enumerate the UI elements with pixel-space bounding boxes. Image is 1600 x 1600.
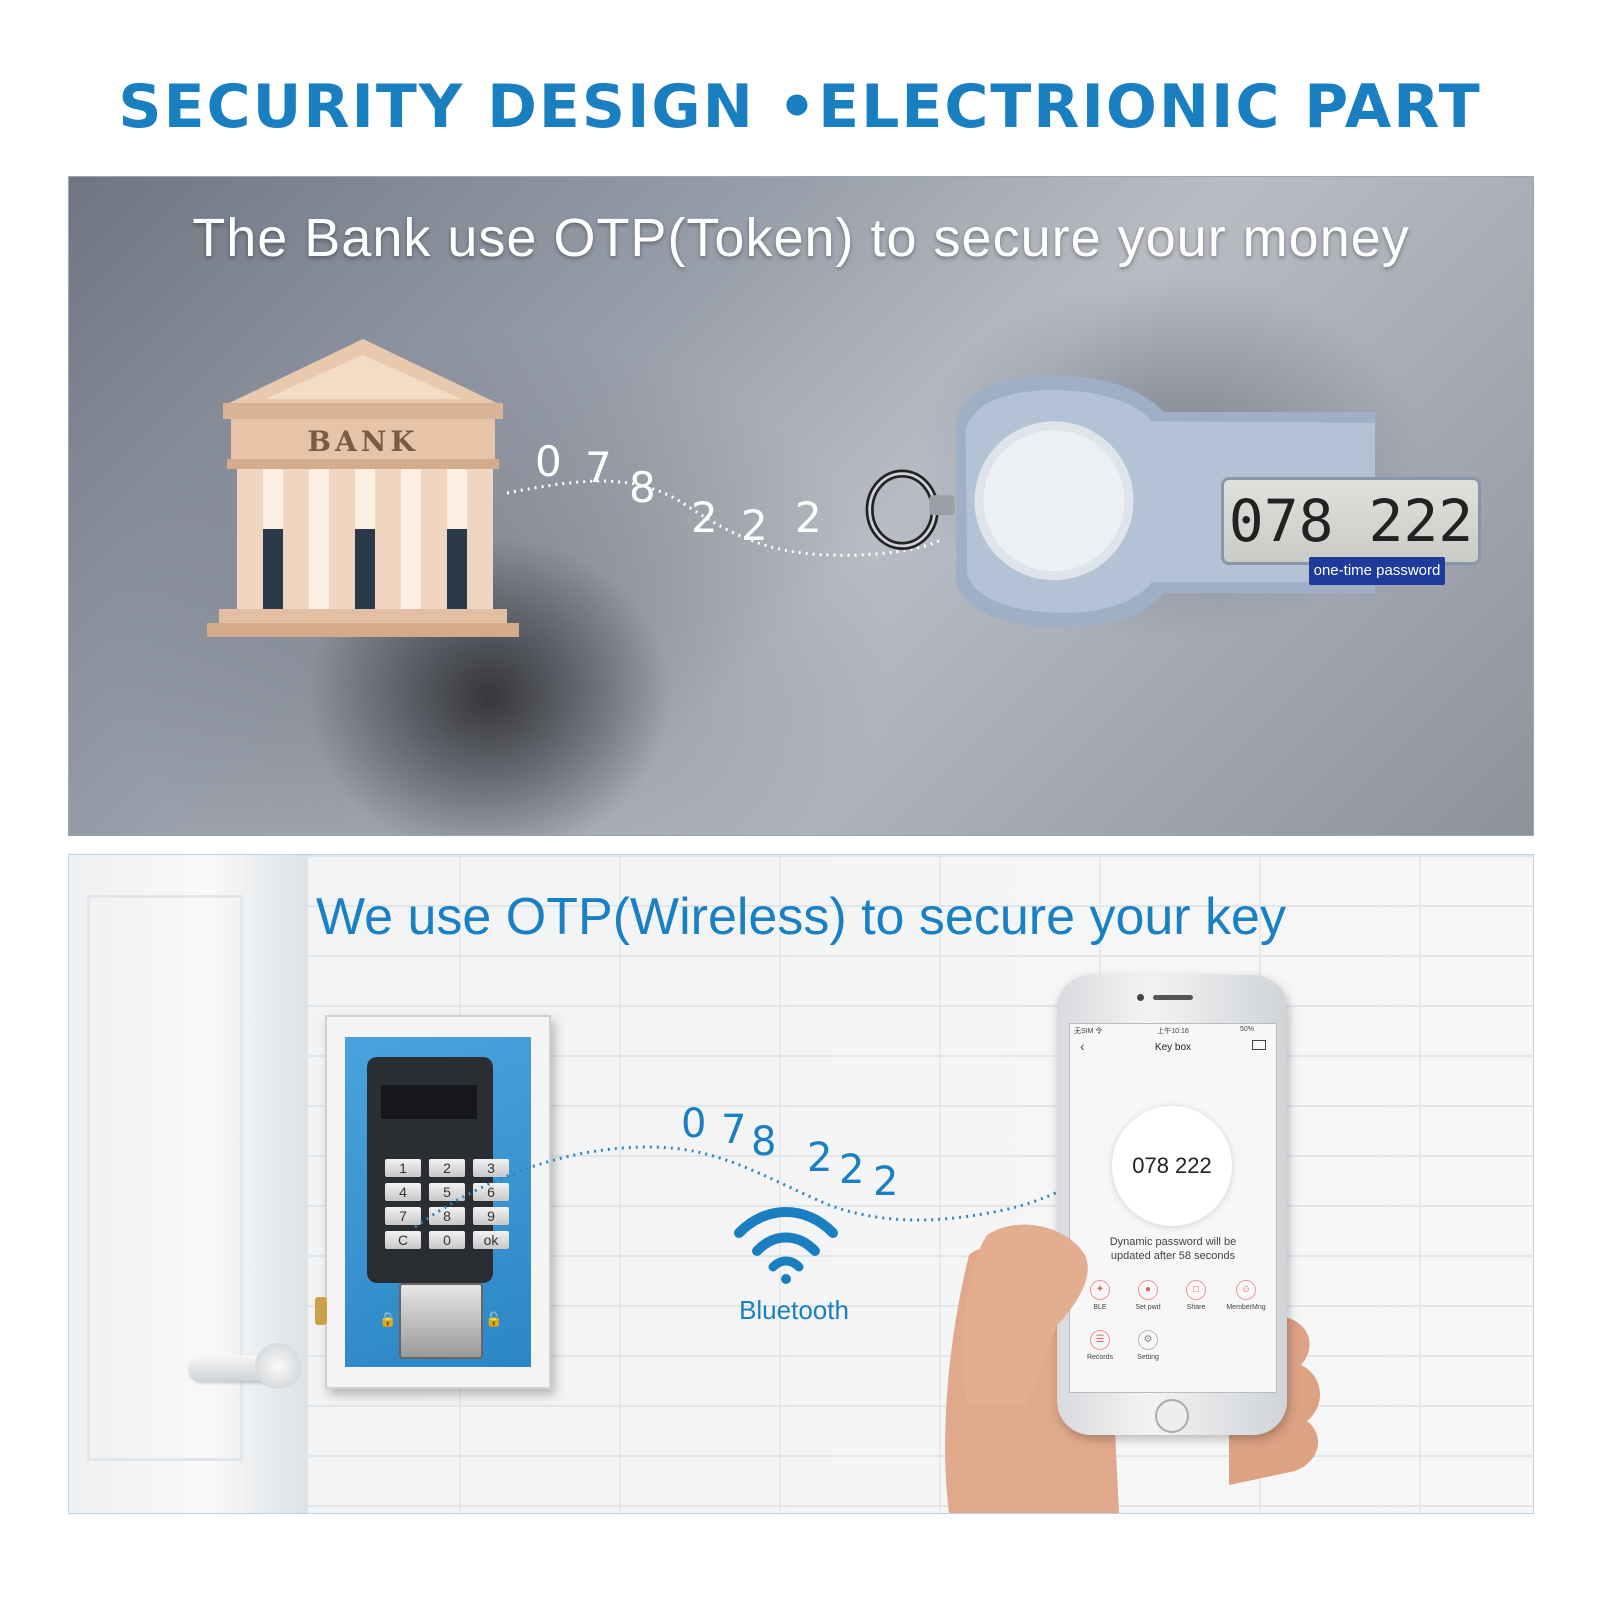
code-digit: 2 [741, 501, 768, 550]
menu-item-records[interactable]: ☰ Records [1080, 1330, 1120, 1361]
keypad-key[interactable]: 9 [473, 1207, 509, 1225]
code-digit: 7 [585, 443, 612, 492]
unlock-icon: 🔓 [485, 1311, 503, 1327]
key-box-lock-knob[interactable] [399, 1283, 483, 1359]
status-time: 上午10:16 [1157, 1028, 1189, 1035]
keypad-key[interactable]: 3 [473, 1159, 509, 1177]
menu-item-member-mng[interactable]: ☺ MemberMng [1220, 1280, 1272, 1311]
bank-panel-subtitle: The Bank use OTP(Token) to secure your m… [192, 208, 1410, 268]
menu-item-label: Share [1186, 1304, 1206, 1311]
keypad-key[interactable]: 2 [429, 1159, 465, 1177]
password-note-line1: Dynamic password will be [1109, 1236, 1237, 1248]
key-cylinder [315, 1297, 327, 1325]
code-digit: 2 [795, 493, 822, 542]
bank-building-icon: BANK [207, 339, 519, 637]
wireless-signal-icon [734, 1207, 838, 1284]
lock-icon: 🔒 [379, 1311, 397, 1327]
menu-item-label: Setting [1137, 1354, 1159, 1361]
thumb-illustration [963, 1224, 1088, 1405]
menu-item-setting[interactable]: ⚙ Setting [1128, 1330, 1168, 1361]
share-icon: □ [1186, 1280, 1206, 1300]
keypad-key[interactable]: ok [473, 1231, 509, 1249]
status-carrier: 无SIM 令 [1074, 1028, 1103, 1035]
wireless-otp-panel: We use OTP(Wireless) to secure your key … [68, 854, 1534, 1514]
keypad-key[interactable]: 7 [385, 1207, 421, 1225]
phone-screen: 无SIM 令 上午10:16 50% ‹ Key box 078 222 Dyn… [1069, 1023, 1277, 1393]
dynamic-code-display: 078 222 [1112, 1106, 1232, 1226]
code-digit: 0 [535, 437, 562, 486]
phone-speaker [1153, 995, 1193, 1000]
keypad-key[interactable]: 5 [429, 1183, 465, 1201]
user-icon: ☺ [1236, 1280, 1256, 1300]
gear-icon: ⚙ [1138, 1330, 1158, 1350]
menu-item-set-pwd[interactable]: ● Set pwd [1128, 1280, 1168, 1311]
code-digit: 2 [873, 1159, 899, 1205]
code-digit: 8 [629, 463, 656, 512]
token-lcd-display: 078 222 [1221, 477, 1481, 565]
code-digit: 2 [807, 1135, 833, 1181]
menu-item-share[interactable]: □ Share [1176, 1280, 1216, 1311]
phone-home-button[interactable] [1155, 1399, 1189, 1433]
keypad-key[interactable]: 4 [385, 1183, 421, 1201]
records-icon: ☰ [1090, 1330, 1110, 1350]
code-digit: 2 [839, 1147, 865, 1193]
screen-title: Key box [1154, 1042, 1192, 1053]
back-chevron-icon[interactable]: ‹ [1080, 1038, 1085, 1054]
page-title: SECURITY DESIGN •ELECTRIONIC PART [118, 72, 1482, 142]
code-digit: 2 [691, 493, 718, 542]
menu-item-label: MemberMng [1226, 1304, 1266, 1311]
keypad-key[interactable]: 0 [429, 1231, 465, 1249]
token-label-badge: one-time password [1309, 557, 1445, 585]
lock-icon: ● [1138, 1280, 1158, 1300]
keypad-key[interactable]: C [385, 1231, 421, 1249]
status-battery: 50% [1240, 1026, 1255, 1033]
smartphone: 无SIM 令 上午10:16 50% ‹ Key box 078 222 Dyn… [1057, 975, 1287, 1435]
mail-icon[interactable] [1252, 1040, 1266, 1050]
keybox-to-phone-path [414, 1145, 1110, 1229]
key-box-screen [381, 1085, 477, 1119]
code-digit: 0 [681, 1101, 707, 1147]
phone-camera [1137, 994, 1144, 1001]
bank-token-panel: The Bank use OTP(Token) to secure your m… [68, 176, 1534, 836]
code-digit: 8 [751, 1119, 777, 1165]
bluetooth-icon: ✦ [1090, 1280, 1110, 1300]
bluetooth-label: Bluetooth [739, 1295, 849, 1325]
key-box-device: 1 2 3 4 5 6 7 8 9 C 0 ok 🔒 🔓 [315, 1015, 551, 1389]
door-panel [87, 895, 243, 1461]
bank-sign: BANK [307, 425, 418, 458]
door-background [69, 855, 308, 1513]
door-handle-rose [255, 1343, 301, 1389]
code-digit: 7 [721, 1107, 747, 1153]
menu-item-label: Records [1086, 1354, 1114, 1361]
wireless-panel-subtitle: We use OTP(Wireless) to secure your key [316, 888, 1286, 946]
keypad-key[interactable]: 1 [385, 1159, 421, 1177]
keypad-key[interactable]: 8 [429, 1207, 465, 1225]
menu-item-label: BLE [1093, 1304, 1107, 1311]
menu-item-ble[interactable]: ✦ BLE [1080, 1280, 1120, 1311]
menu-item-label: Set pwd [1135, 1304, 1161, 1311]
password-note-line2: updated after 58 seconds [1110, 1250, 1236, 1262]
